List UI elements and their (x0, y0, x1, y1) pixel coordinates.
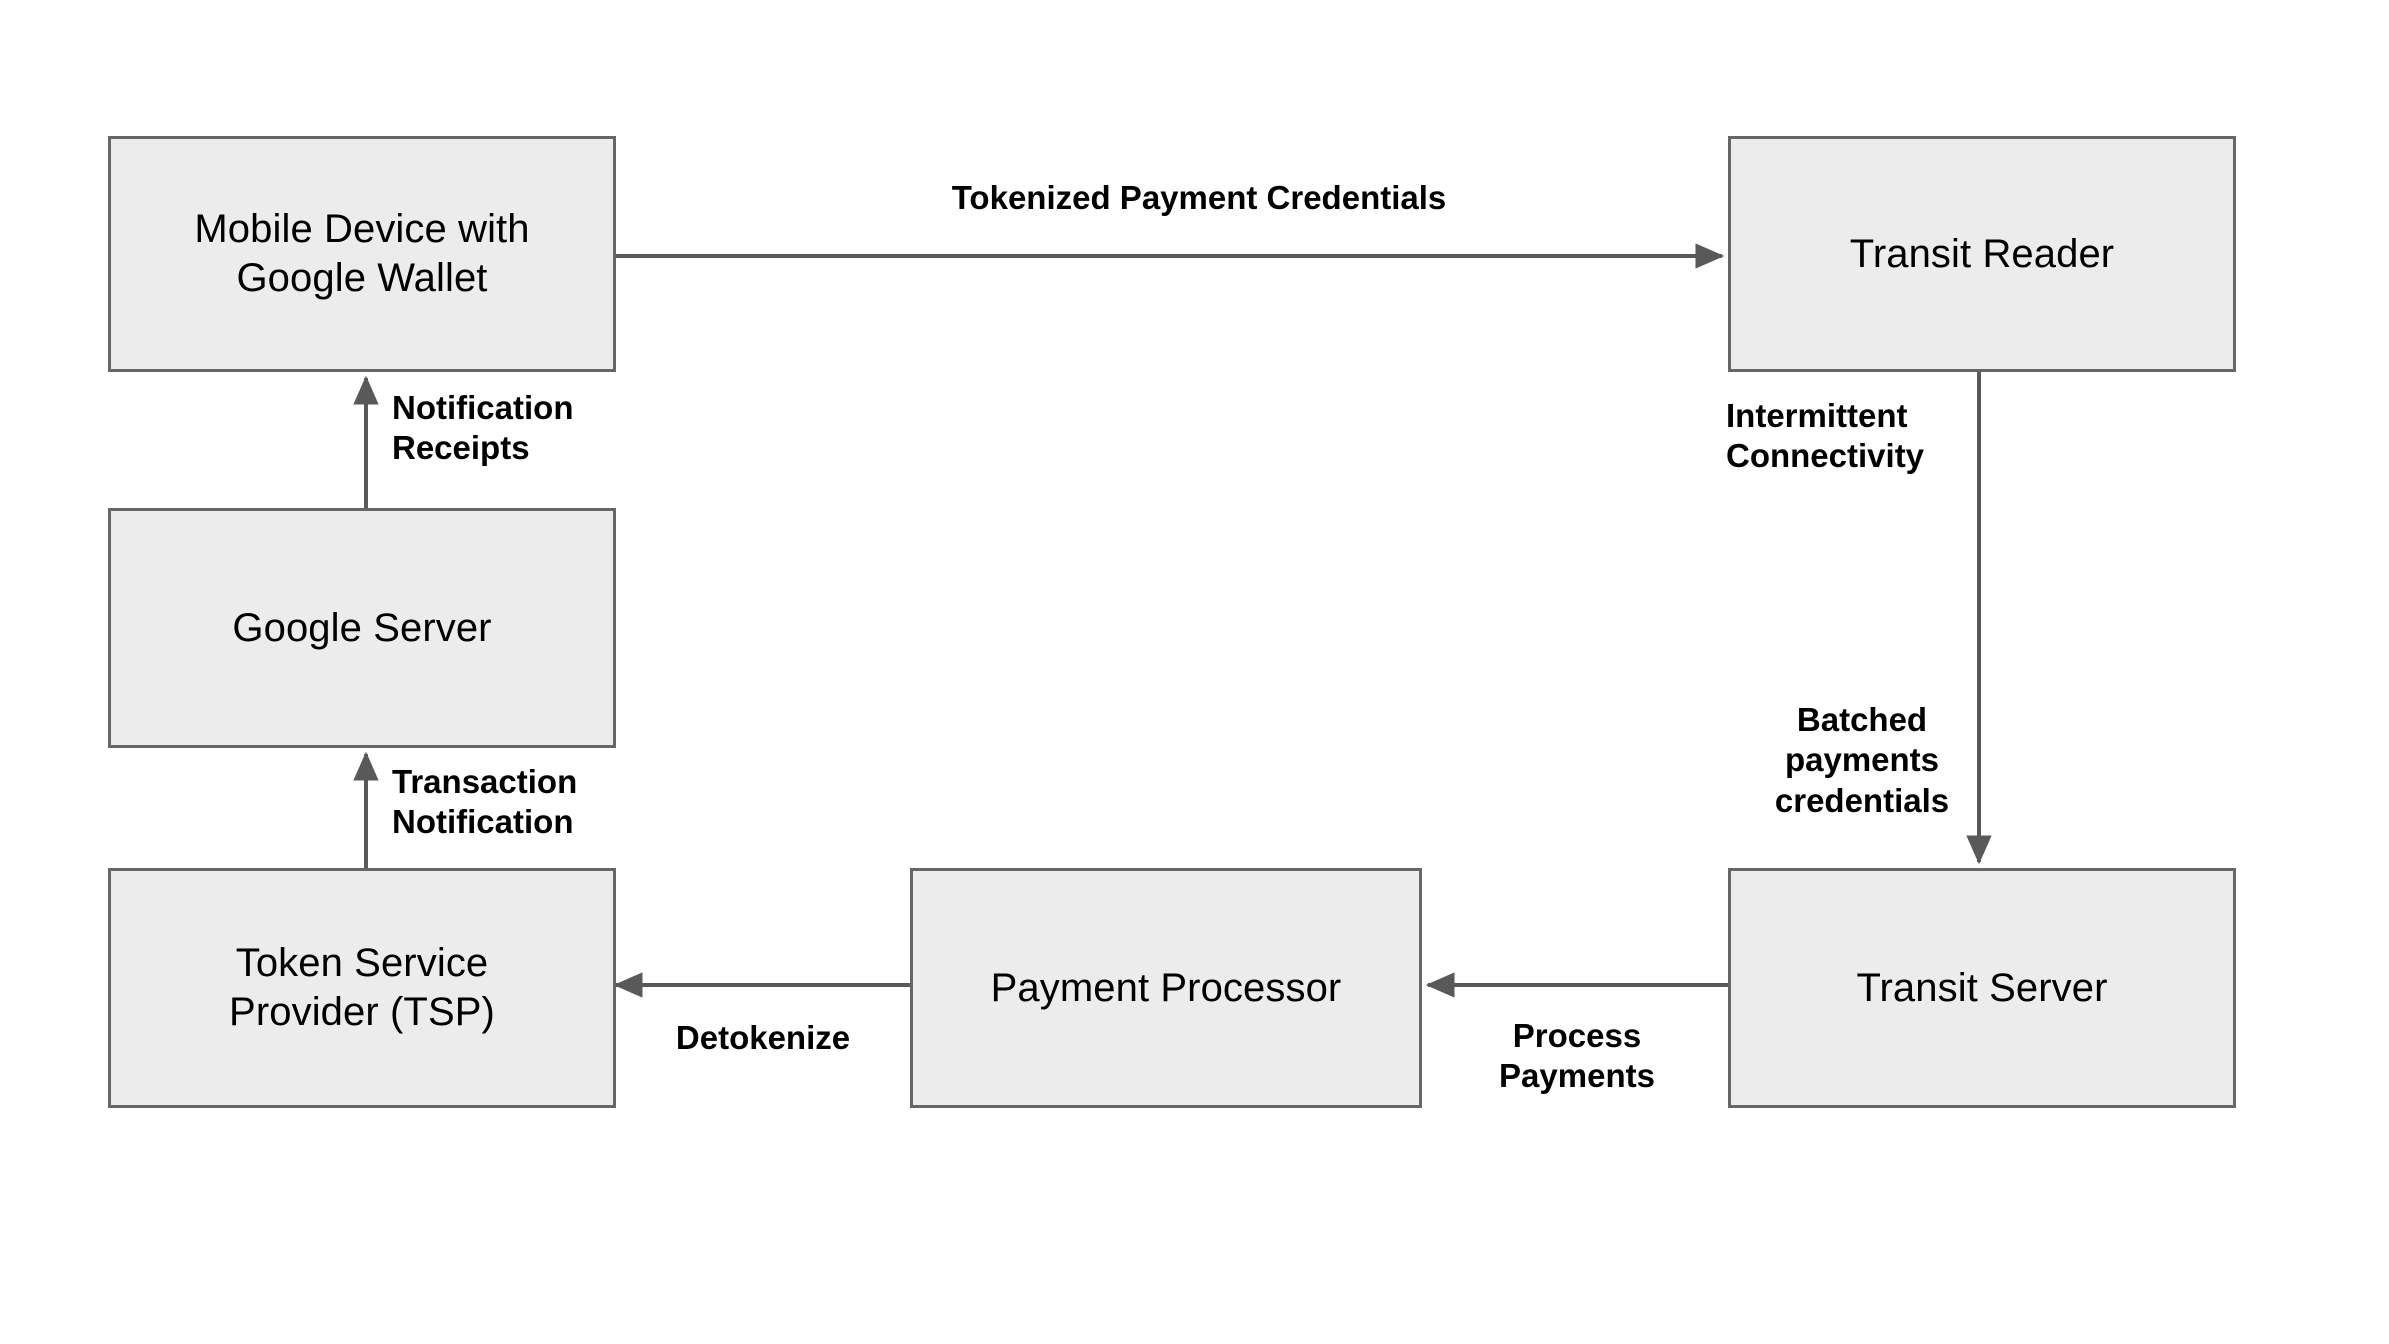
edge-label-transaction-notification: Transaction Notification (392, 763, 578, 841)
node-transit-reader[interactable]: Transit Reader (1728, 136, 2236, 372)
edge-label-process-payments: Process Payments (1499, 1017, 1655, 1095)
edge-label-batched-payments-credentials: Batched payments credentials (1774, 701, 1950, 819)
node-token-service-provider-label: Token Service Provider (TSP) (229, 941, 495, 1034)
edge-label-tokenized-payment-credentials: Tokenized Payment Credentials (951, 179, 1447, 216)
node-token-service-provider[interactable]: Token Service Provider (TSP) (108, 868, 616, 1108)
edge-label-notification-receipts: Notification Receipts (392, 389, 574, 467)
node-mobile-device[interactable]: Mobile Device with Google Wallet (108, 136, 616, 372)
node-google-server-label: Google Server (232, 605, 492, 650)
edge-label-intermittent-connectivity: Intermittent Connectivity (1726, 397, 1925, 475)
node-payment-processor[interactable]: Payment Processor (910, 868, 1422, 1108)
edge-label-detokenize: Detokenize (675, 1019, 851, 1056)
node-transit-server[interactable]: Transit Server (1728, 868, 2236, 1108)
node-mobile-device-label: Mobile Device with Google Wallet (194, 207, 530, 300)
node-payment-processor-label: Payment Processor (990, 965, 1342, 1010)
node-google-server[interactable]: Google Server (108, 508, 616, 748)
node-transit-server-label: Transit Server (1856, 965, 2108, 1010)
node-transit-reader-label: Transit Reader (1849, 231, 2115, 276)
